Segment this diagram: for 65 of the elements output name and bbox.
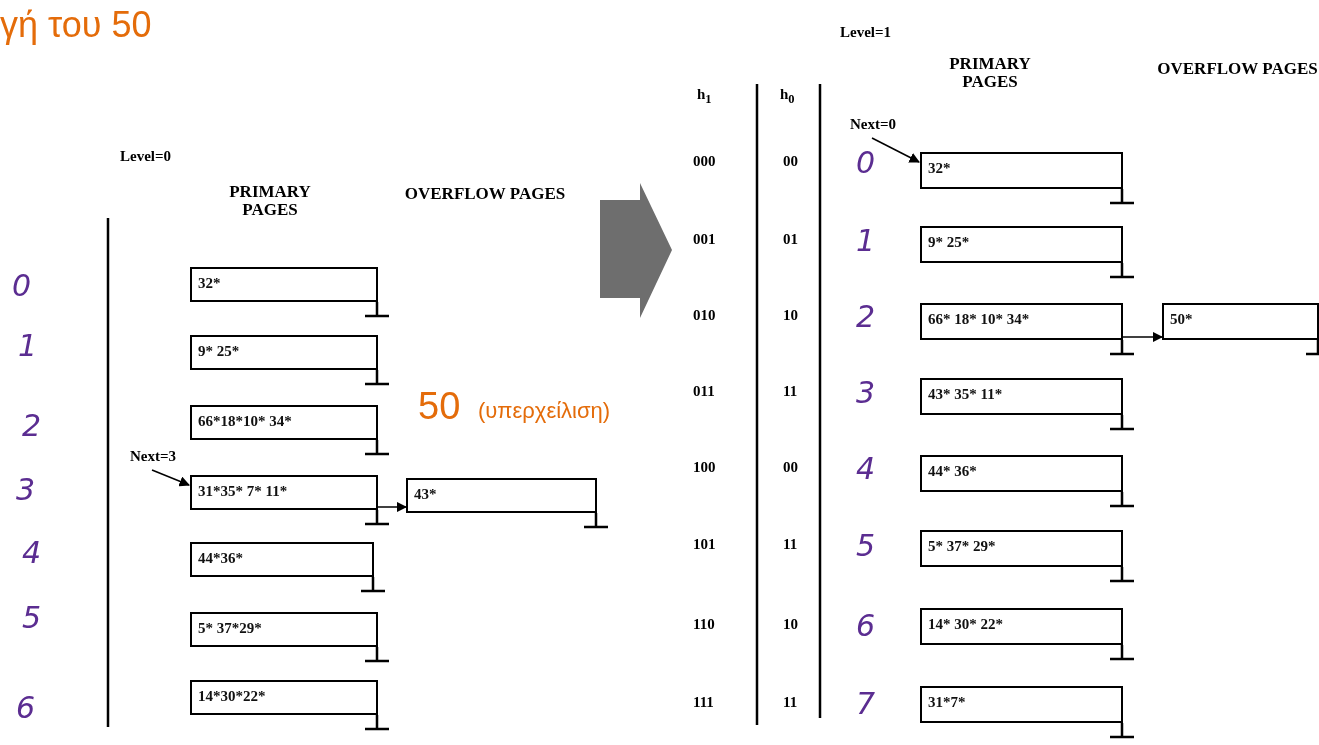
bucket-page: 66* 18* 10* 34* [920, 303, 1123, 340]
inserted-value: 50 [418, 385, 461, 428]
column-heading: OVERFLOW PAGES [1156, 60, 1319, 78]
hash-value: 110 [693, 616, 715, 633]
bucket-page: 9* 25* [920, 226, 1123, 263]
hash-value: 11 [783, 536, 798, 553]
pointer-note: Next=0 [850, 116, 897, 133]
hash-function-heading: h$_{0}$ [780, 86, 795, 107]
bucket-number: 0 [856, 145, 876, 180]
bucket-page: 14*30*22* [190, 680, 378, 715]
level-label: Level=0 [120, 148, 172, 165]
bucket-page: 5* 37* 29* [920, 530, 1123, 567]
column-heading: PRIMARY PAGES [228, 183, 312, 219]
hash-function-heading: h$_{1}$ [697, 86, 712, 107]
hash-value: 010 [693, 307, 716, 324]
bucket-page: 5* 37*29* [190, 612, 378, 647]
hash-value: 10 [783, 616, 798, 633]
column-heading: OVERFLOW PAGES [403, 185, 567, 203]
bucket-page: 31*35* 7* 11* [190, 475, 378, 510]
hash-value: 11 [783, 694, 798, 711]
hash-value: 001 [693, 231, 716, 248]
level-label: Level=1 [840, 24, 892, 41]
hash-value: 01 [783, 231, 798, 248]
bucket-page: 14* 30* 22* [920, 608, 1123, 645]
bucket-number: 7 [856, 686, 876, 721]
arrow [871, 137, 920, 163]
arrow [1122, 331, 1164, 343]
bucket-number: 4 [22, 535, 42, 570]
pointer-note: Next=3 [130, 448, 177, 465]
slide-title: γή του 50 [0, 4, 152, 46]
bucket-page: 9* 25* [190, 335, 378, 370]
arrow [377, 501, 408, 513]
bucket-number: 5 [856, 528, 876, 563]
hash-value: 00 [783, 153, 798, 170]
bucket-page: 44*36* [190, 542, 374, 577]
bucket-number: 6 [16, 690, 36, 725]
bucket-page: 66*18*10* 34* [190, 405, 378, 440]
bucket-page: 43* 35* 11* [920, 378, 1123, 415]
bucket-page: 31*7* [920, 686, 1123, 723]
overflow-note: (υπερχείλιση) [478, 398, 611, 424]
bucket-number: 2 [856, 299, 876, 334]
bucket-number: 6 [856, 608, 876, 643]
bucket-page: 43* [406, 478, 597, 513]
hash-value: 100 [693, 459, 716, 476]
bucket-page: 32* [190, 267, 378, 302]
bucket-page: 32* [920, 152, 1123, 189]
bucket-number: 4 [856, 451, 876, 486]
arrow [151, 469, 190, 487]
column-heading: PRIMARY PAGES [948, 55, 1032, 91]
hash-value: 10 [783, 307, 798, 324]
hash-value: 11 [783, 383, 798, 400]
bucket-number: 5 [22, 600, 42, 635]
bucket-page: 50* [1162, 303, 1319, 340]
bucket-number: 1 [18, 328, 38, 363]
bucket-number: 1 [856, 223, 876, 258]
hash-value: 101 [693, 536, 716, 553]
hash-value: 011 [693, 383, 715, 400]
bucket-number: 2 [22, 408, 42, 443]
hash-value: 00 [783, 459, 798, 476]
bucket-number: 3 [856, 375, 876, 410]
bucket-number: 3 [16, 472, 36, 507]
hash-value: 111 [693, 694, 714, 711]
hash-value: 000 [693, 153, 716, 170]
bucket-page: 44* 36* [920, 455, 1123, 492]
bucket-number: 0 [12, 268, 32, 303]
